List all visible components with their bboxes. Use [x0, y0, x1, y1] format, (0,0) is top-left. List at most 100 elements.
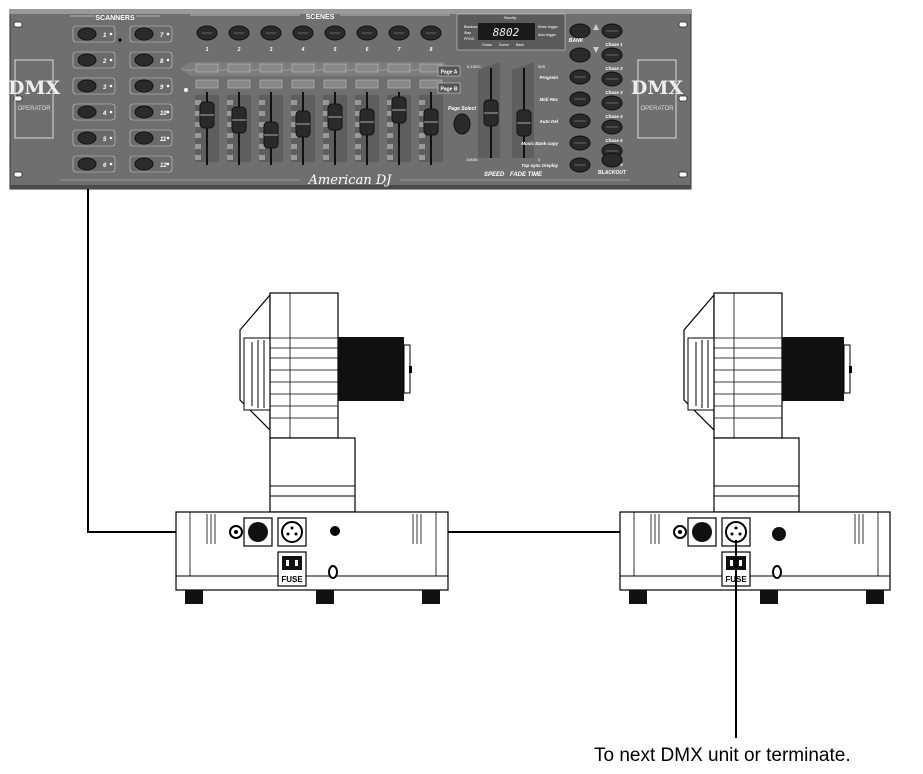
scanner-button[interactable]: 12: [129, 155, 173, 173]
scanner-number: 2: [102, 59, 107, 65]
scanner-button[interactable]: 1: [72, 25, 116, 43]
range-top-right: 30S: [538, 64, 545, 69]
scene-number: 5: [334, 47, 337, 53]
rack-holes: [13, 21, 688, 178]
page-select-label: Page Select: [448, 106, 476, 112]
display-label: Blackout: [464, 25, 477, 29]
scanner-number: 7: [160, 33, 164, 39]
speed-label: SPEED: [484, 172, 505, 178]
xlr-out-connector[interactable]: [281, 521, 303, 543]
scanner-button[interactable]: 3: [72, 77, 116, 95]
page-select-button[interactable]: [453, 113, 471, 135]
display-label: Standby: [504, 16, 517, 20]
scanner-button[interactable]: 8: [129, 51, 173, 69]
scanner-button[interactable]: 9: [129, 77, 173, 95]
channel-fader[interactable]: [387, 63, 411, 165]
range-top-left: 0.1SEC: [467, 64, 481, 69]
scanner-number: 3: [103, 85, 107, 91]
scene-number: 3: [270, 47, 273, 53]
xlr-out-connector[interactable]: [725, 521, 747, 543]
bank-up-icon[interactable]: [593, 24, 599, 30]
led-display: 8802 Standby Blackout Music trigger Step…: [456, 13, 566, 51]
scenes-label: SCENES: [306, 14, 335, 21]
page-a-button[interactable]: Page A: [437, 65, 461, 77]
moving-head-fixture-1: FUSE: [175, 292, 449, 604]
dmx-controller: DMX OPERATOR DMX OPERATOR SCANNERS SCENE…: [8, 9, 692, 190]
scene-number: 1: [206, 47, 209, 53]
display-label: Auto trigger: [538, 33, 557, 37]
function-label: Tap sync Display: [521, 163, 558, 168]
page-b-button[interactable]: Page B: [437, 82, 461, 94]
function-button[interactable]: Tap sync Display: [521, 157, 591, 173]
scene-number: 2: [237, 47, 241, 53]
channel-fader[interactable]: [291, 63, 315, 165]
chase-label: Chase 2: [605, 66, 623, 71]
display-label: Step: [464, 31, 471, 35]
channel-fader[interactable]: [227, 63, 251, 165]
bank-label: BANK: [569, 38, 584, 44]
channel-fader[interactable]: [323, 63, 347, 165]
chase-button[interactable]: Chase 3: [601, 71, 623, 95]
scanner-button[interactable]: 2: [72, 51, 116, 69]
fuse-holder[interactable]: [328, 565, 338, 579]
scene-button[interactable]: 1: [196, 25, 218, 53]
fuse-holder[interactable]: [772, 565, 782, 579]
scene-number: 7: [398, 47, 401, 53]
bank-button[interactable]: [569, 23, 591, 63]
display-label: Bank: [516, 43, 524, 47]
scanner-number: 12: [160, 163, 167, 169]
scanner-number: 4: [102, 111, 107, 117]
scanner-button[interactable]: 5: [72, 129, 116, 147]
scene-buttons: 1 2 3 4 5 6 7 8: [196, 25, 442, 53]
scene-number: 6: [366, 47, 369, 53]
scanner-button[interactable]: 10: [129, 103, 173, 121]
channel-fader[interactable]: [195, 63, 219, 165]
display-label: Scene: [499, 43, 509, 47]
logo-sub: OPERATOR: [17, 106, 51, 112]
scanner-button[interactable]: 6: [72, 155, 116, 173]
chase-button[interactable]: Chase 2: [601, 47, 623, 71]
blackout-label: BLACKOUT: [598, 170, 627, 176]
scene-button[interactable]: 2: [228, 25, 250, 53]
function-button[interactable]: Program: [539, 69, 591, 85]
chase-button[interactable]: Chase 4: [601, 95, 623, 119]
function-label: Auto Del: [539, 119, 559, 124]
scene-button[interactable]: 3: [260, 25, 282, 53]
scene-button[interactable]: 7: [388, 25, 410, 53]
scene-number: 4: [301, 47, 305, 53]
chase-label: Chase 3: [605, 90, 623, 95]
chase-button[interactable]: Chase 5: [601, 119, 623, 143]
scanner-button[interactable]: 11: [129, 129, 173, 147]
dmx-cables: [87, 189, 737, 738]
chase-label: Chase 5: [605, 138, 623, 143]
xlr-in-connector[interactable]: [692, 522, 712, 542]
scene-button[interactable]: 6: [356, 25, 378, 53]
scene-button[interactable]: 5: [324, 25, 346, 53]
dmx-logo-left: DMX OPERATOR: [8, 59, 61, 139]
chase-label: Chase 1: [605, 42, 623, 47]
speed-fade-area: 0.1SEC 30S 10MIN 0 SPEED FADE TIME: [466, 62, 545, 178]
page-b-label: Page B: [441, 87, 458, 93]
scene-button[interactable]: 8: [420, 25, 442, 53]
range-bottom-right: 0: [538, 157, 541, 162]
xlr-in-connector[interactable]: [248, 522, 268, 542]
scanner-buttons: 1 7 2 8 3 9 4 10 5 11 6 12: [72, 25, 173, 173]
scanner-number: 1: [103, 33, 107, 39]
bank-down-icon[interactable]: [593, 47, 599, 53]
channel-fader[interactable]: [355, 63, 379, 165]
logo-text: DMX: [8, 77, 61, 99]
function-button[interactable]: Midi Rec: [539, 91, 591, 107]
display-label: PROG: [464, 37, 475, 41]
function-button[interactable]: Auto Del: [539, 113, 591, 129]
function-label: Program: [539, 75, 558, 80]
scanner-button[interactable]: 7: [129, 25, 173, 43]
blackout-button[interactable]: [601, 152, 623, 168]
scene-number: 8: [430, 47, 433, 53]
scene-button[interactable]: 4: [292, 25, 314, 53]
scanner-button[interactable]: 4: [72, 103, 116, 121]
channel-fader[interactable]: [259, 63, 283, 165]
function-button[interactable]: Music Bank copy: [521, 135, 591, 151]
chase-button[interactable]: Chase 1: [601, 23, 623, 47]
